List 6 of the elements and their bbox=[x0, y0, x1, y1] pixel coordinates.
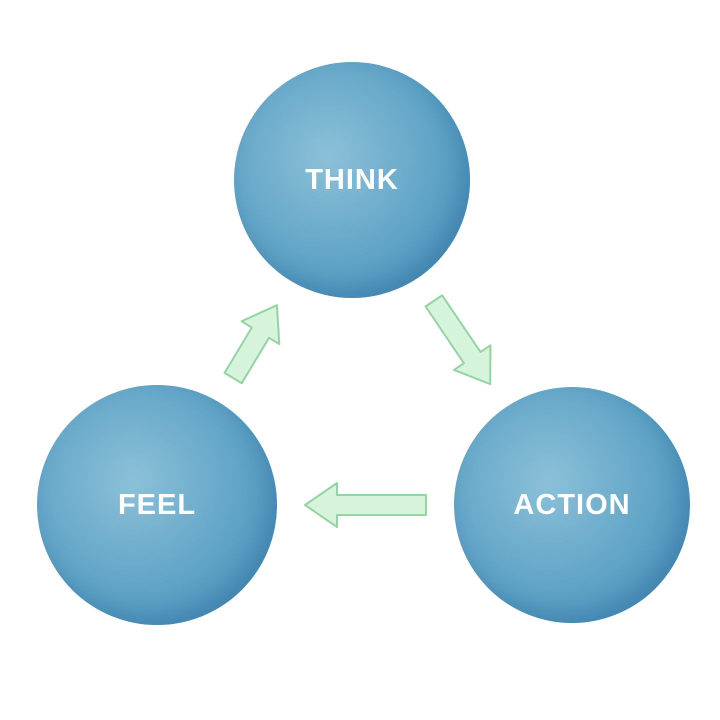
circle-label: ACTION bbox=[513, 488, 631, 522]
circle-label: FEEL bbox=[118, 488, 196, 522]
block-arrow bbox=[304, 482, 427, 528]
circle-label: THINK bbox=[305, 164, 399, 196]
block-arrow bbox=[424, 294, 492, 386]
block-arrow bbox=[224, 304, 280, 384]
